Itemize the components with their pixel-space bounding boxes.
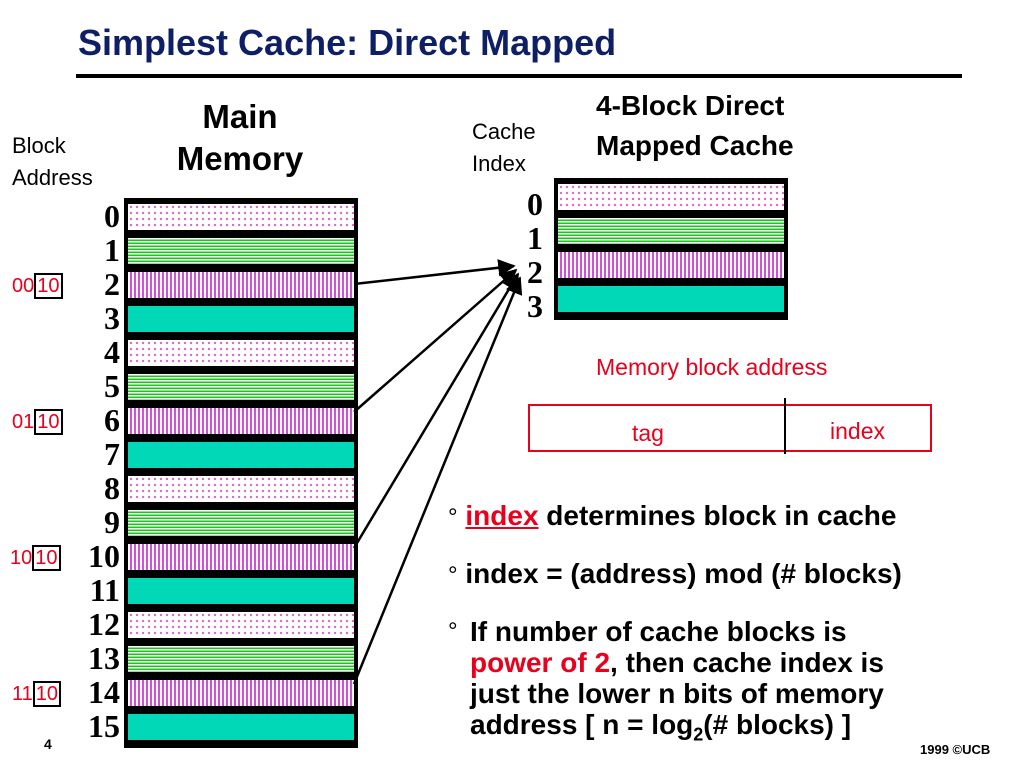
page-title: Simplest Cache: Direct Mapped — [78, 22, 617, 63]
memory-block-number: 15 — [88, 708, 120, 744]
cache-block — [556, 250, 786, 280]
memory-block — [126, 576, 356, 606]
binary-address-low: 10 — [32, 545, 61, 571]
cache-index-label-line1: Cache — [472, 119, 536, 144]
memory-block-number: 7 — [104, 436, 120, 472]
bullet-1-text: determines block in cache — [538, 500, 897, 531]
memory-block-number: 1 — [104, 232, 120, 268]
main-memory-heading: Main Memory — [150, 96, 330, 180]
arrow-block-14 — [352, 276, 523, 685]
bullet-mark: ° — [448, 562, 458, 589]
memory-block-number: 12 — [88, 606, 120, 642]
cache-index-label-line2: Index — [472, 151, 526, 176]
cache — [554, 178, 788, 320]
address-fields-box — [528, 404, 932, 452]
cache-heading: 4-Block Direct Mapped Cache — [596, 86, 794, 166]
memory-block-number: 14 — [88, 674, 120, 710]
index-field: index — [830, 418, 885, 444]
bullet-3-line1: If number of cache blocks is — [470, 616, 847, 647]
bullet-mark: ° — [448, 504, 458, 531]
memory-block — [126, 610, 356, 640]
bullet-3-power-of-2: power of 2 — [470, 647, 611, 678]
bullet-3-line4-b: (# blocks) ] — [703, 709, 852, 740]
memory-block — [126, 406, 356, 436]
cache-index-number: 1 — [527, 220, 543, 256]
memory-block — [126, 440, 356, 470]
binary-address-low: 10 — [34, 409, 63, 435]
cache-index-number: 0 — [527, 186, 543, 222]
memory-block-number: 13 — [88, 640, 120, 676]
cache-index-label: Cache Index — [472, 116, 536, 180]
memory-block — [126, 304, 356, 334]
bullet-3-line2-rest: , then cache index is — [610, 647, 884, 678]
memory-block — [126, 542, 356, 572]
memory-block-number: 10 — [88, 538, 120, 574]
bullet-3-line3: just the lower n bits of memory — [470, 678, 884, 709]
memory-block — [126, 372, 356, 402]
arrow-block-6 — [353, 268, 518, 413]
cache-heading-line2: Mapped Cache — [596, 130, 794, 161]
bullet-2-text: index = (address) mod (# blocks) — [465, 558, 902, 589]
memory-block — [126, 508, 356, 538]
binary-address-high: 11 — [12, 683, 33, 705]
bullet-3: If number of cache blocks is power of 2,… — [470, 616, 884, 751]
copyright: 1999 ©UCB — [920, 742, 991, 757]
cache-block — [556, 182, 786, 212]
memory-block — [126, 474, 356, 504]
memory-block-number: 4 — [104, 334, 120, 370]
bullet-3-line4: address [ n = log2(# blocks) ] — [470, 709, 884, 751]
memory-block — [126, 712, 356, 742]
cache-index-number: 2 — [527, 254, 543, 290]
address-fields-divider — [784, 398, 786, 454]
memory-block — [126, 678, 356, 708]
memory-block — [126, 270, 356, 300]
block-address-label-line2: Address — [12, 165, 93, 190]
bullet-1-keyword: index — [465, 500, 539, 531]
main-memory — [124, 198, 358, 748]
cache-block — [556, 216, 786, 246]
memory-block — [126, 236, 356, 266]
address-fields-caption: Memory block address — [596, 354, 828, 380]
block-address-label-line1: Block — [12, 133, 66, 158]
memory-block-number: 8 — [104, 470, 120, 506]
memory-block-number: 2 — [104, 266, 120, 302]
main-memory-heading-line2: Memory — [176, 140, 304, 177]
bullet-mark: ° — [448, 618, 458, 645]
memory-block-number: 11 — [89, 572, 120, 608]
memory-block — [126, 644, 356, 674]
bullet-3-line4-a: address [ n = log — [470, 709, 694, 740]
cache-heading-line1: 4-Block Direct — [596, 90, 785, 121]
bullet-3-line2: power of 2, then cache index is — [470, 647, 884, 678]
binary-address-high: 00 — [12, 275, 35, 297]
binary-address-low: 10 — [32, 681, 62, 707]
memory-block-number: 5 — [104, 368, 120, 404]
block-address-label: Block Address — [12, 130, 93, 194]
memory-block-number: 9 — [104, 504, 120, 540]
memory-block-number: 6 — [104, 402, 120, 438]
memory-block — [126, 202, 356, 232]
bullet-1: ° index determines block in cache — [448, 500, 896, 533]
memory-block — [126, 338, 356, 368]
arrow-block-2 — [353, 259, 516, 286]
binary-address-high: 10 — [10, 547, 33, 569]
tag-field: tag — [632, 420, 664, 446]
cache-block — [556, 284, 786, 314]
binary-address-high: 01 — [12, 411, 35, 433]
cache-index-number: 3 — [527, 288, 543, 324]
binary-address-low: 10 — [34, 273, 63, 299]
title-rule — [76, 74, 962, 78]
memory-block-number: 3 — [104, 300, 120, 336]
arrow-block-10 — [352, 272, 520, 549]
bullet-3-subscript: 2 — [693, 724, 704, 745]
page-number: 4 — [44, 736, 52, 752]
bullet-2: ° index = (address) mod (# blocks) — [448, 558, 902, 591]
main-memory-heading-line1: Main — [202, 98, 278, 135]
memory-block-number: 0 — [104, 198, 120, 234]
